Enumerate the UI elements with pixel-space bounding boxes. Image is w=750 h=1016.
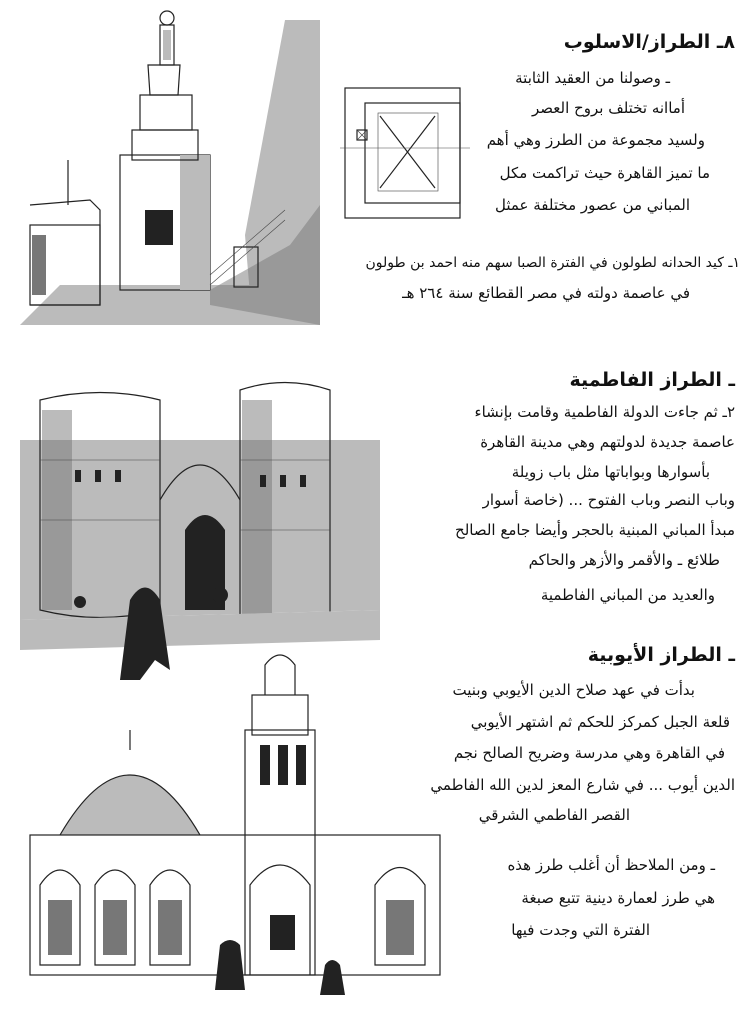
text-line: طلائع ـ والأقمر والأزهر والحاكم bbox=[528, 551, 720, 569]
text-line: في عاصمة دولته في مصر القطائع سنة ٢٦٤ هـ bbox=[402, 284, 690, 302]
text-line: في القاهرة وهي مدرسة وضريح الصالح نجم bbox=[453, 744, 725, 762]
sketch-ibn-tulun-minaret bbox=[20, 10, 320, 325]
text-line: بأسوارها وبواباتها مثل باب زويلة bbox=[511, 463, 710, 481]
text-line: والعديد من المباني الفاطمية bbox=[540, 586, 715, 604]
text-line: قلعة الجبل كمركز للحكم ثم اشتهر الأيوبي bbox=[470, 713, 730, 731]
text-line: ـ ومن الملاحظ أن أغلب طرز هذه bbox=[507, 856, 715, 874]
text-line: بدأت في عهد صلاح الدين الأيوبي وبنيت bbox=[452, 681, 695, 699]
text-line: وباب النصر وباب الفتوح ... (خاصة أسوار bbox=[482, 491, 735, 509]
text-line: أماانه تختلف بروح العصر bbox=[532, 99, 685, 117]
text-line: المباني من عصور مختلفة عمثل bbox=[494, 196, 690, 214]
text-line: ما تميز القاهرة حيث تراكمت مكل bbox=[499, 164, 710, 182]
text-line: القصر الفاطمي الشرقي bbox=[478, 806, 630, 824]
text-line: ٢ـ ثم جاءت الدولة الفاطمية وقامت بإنشاء bbox=[474, 403, 735, 421]
text-line: مبدأ المباني المبنية بالحجر وأيضا جامع ا… bbox=[455, 521, 735, 539]
section-heading-ayyubid: ـ الطراز الأيوبية bbox=[587, 644, 735, 666]
text-line: الدين أيوب ... في شارع المعز لدين الله ا… bbox=[430, 776, 735, 794]
text-line: عاصمة جديدة لدولتهم وهي مدينة القاهرة bbox=[480, 433, 735, 451]
text-line: هي طرز لعمارة دينية تتبع صبغة bbox=[521, 889, 715, 907]
section-heading-fatimid: ـ الطراز الفاطمية bbox=[569, 369, 735, 391]
sketch-ayyubid-madrasa bbox=[29, 654, 441, 995]
plan-diagram bbox=[340, 87, 470, 219]
text-line: ١ـ كيد الحدانه لطولون في الفترة الصبا سه… bbox=[365, 255, 740, 271]
text-line: ـ وصولنا من العقيد الثابتة bbox=[515, 69, 670, 87]
sketch-fatimid-gate bbox=[20, 381, 380, 680]
text-line: ولسيد مجموعة من الطرز وهي أهم bbox=[486, 131, 705, 149]
text-line: الفترة التي وجدت فيها bbox=[511, 921, 650, 939]
section-heading-style: ٨ـ الطراز/الاسلوب bbox=[563, 31, 735, 53]
